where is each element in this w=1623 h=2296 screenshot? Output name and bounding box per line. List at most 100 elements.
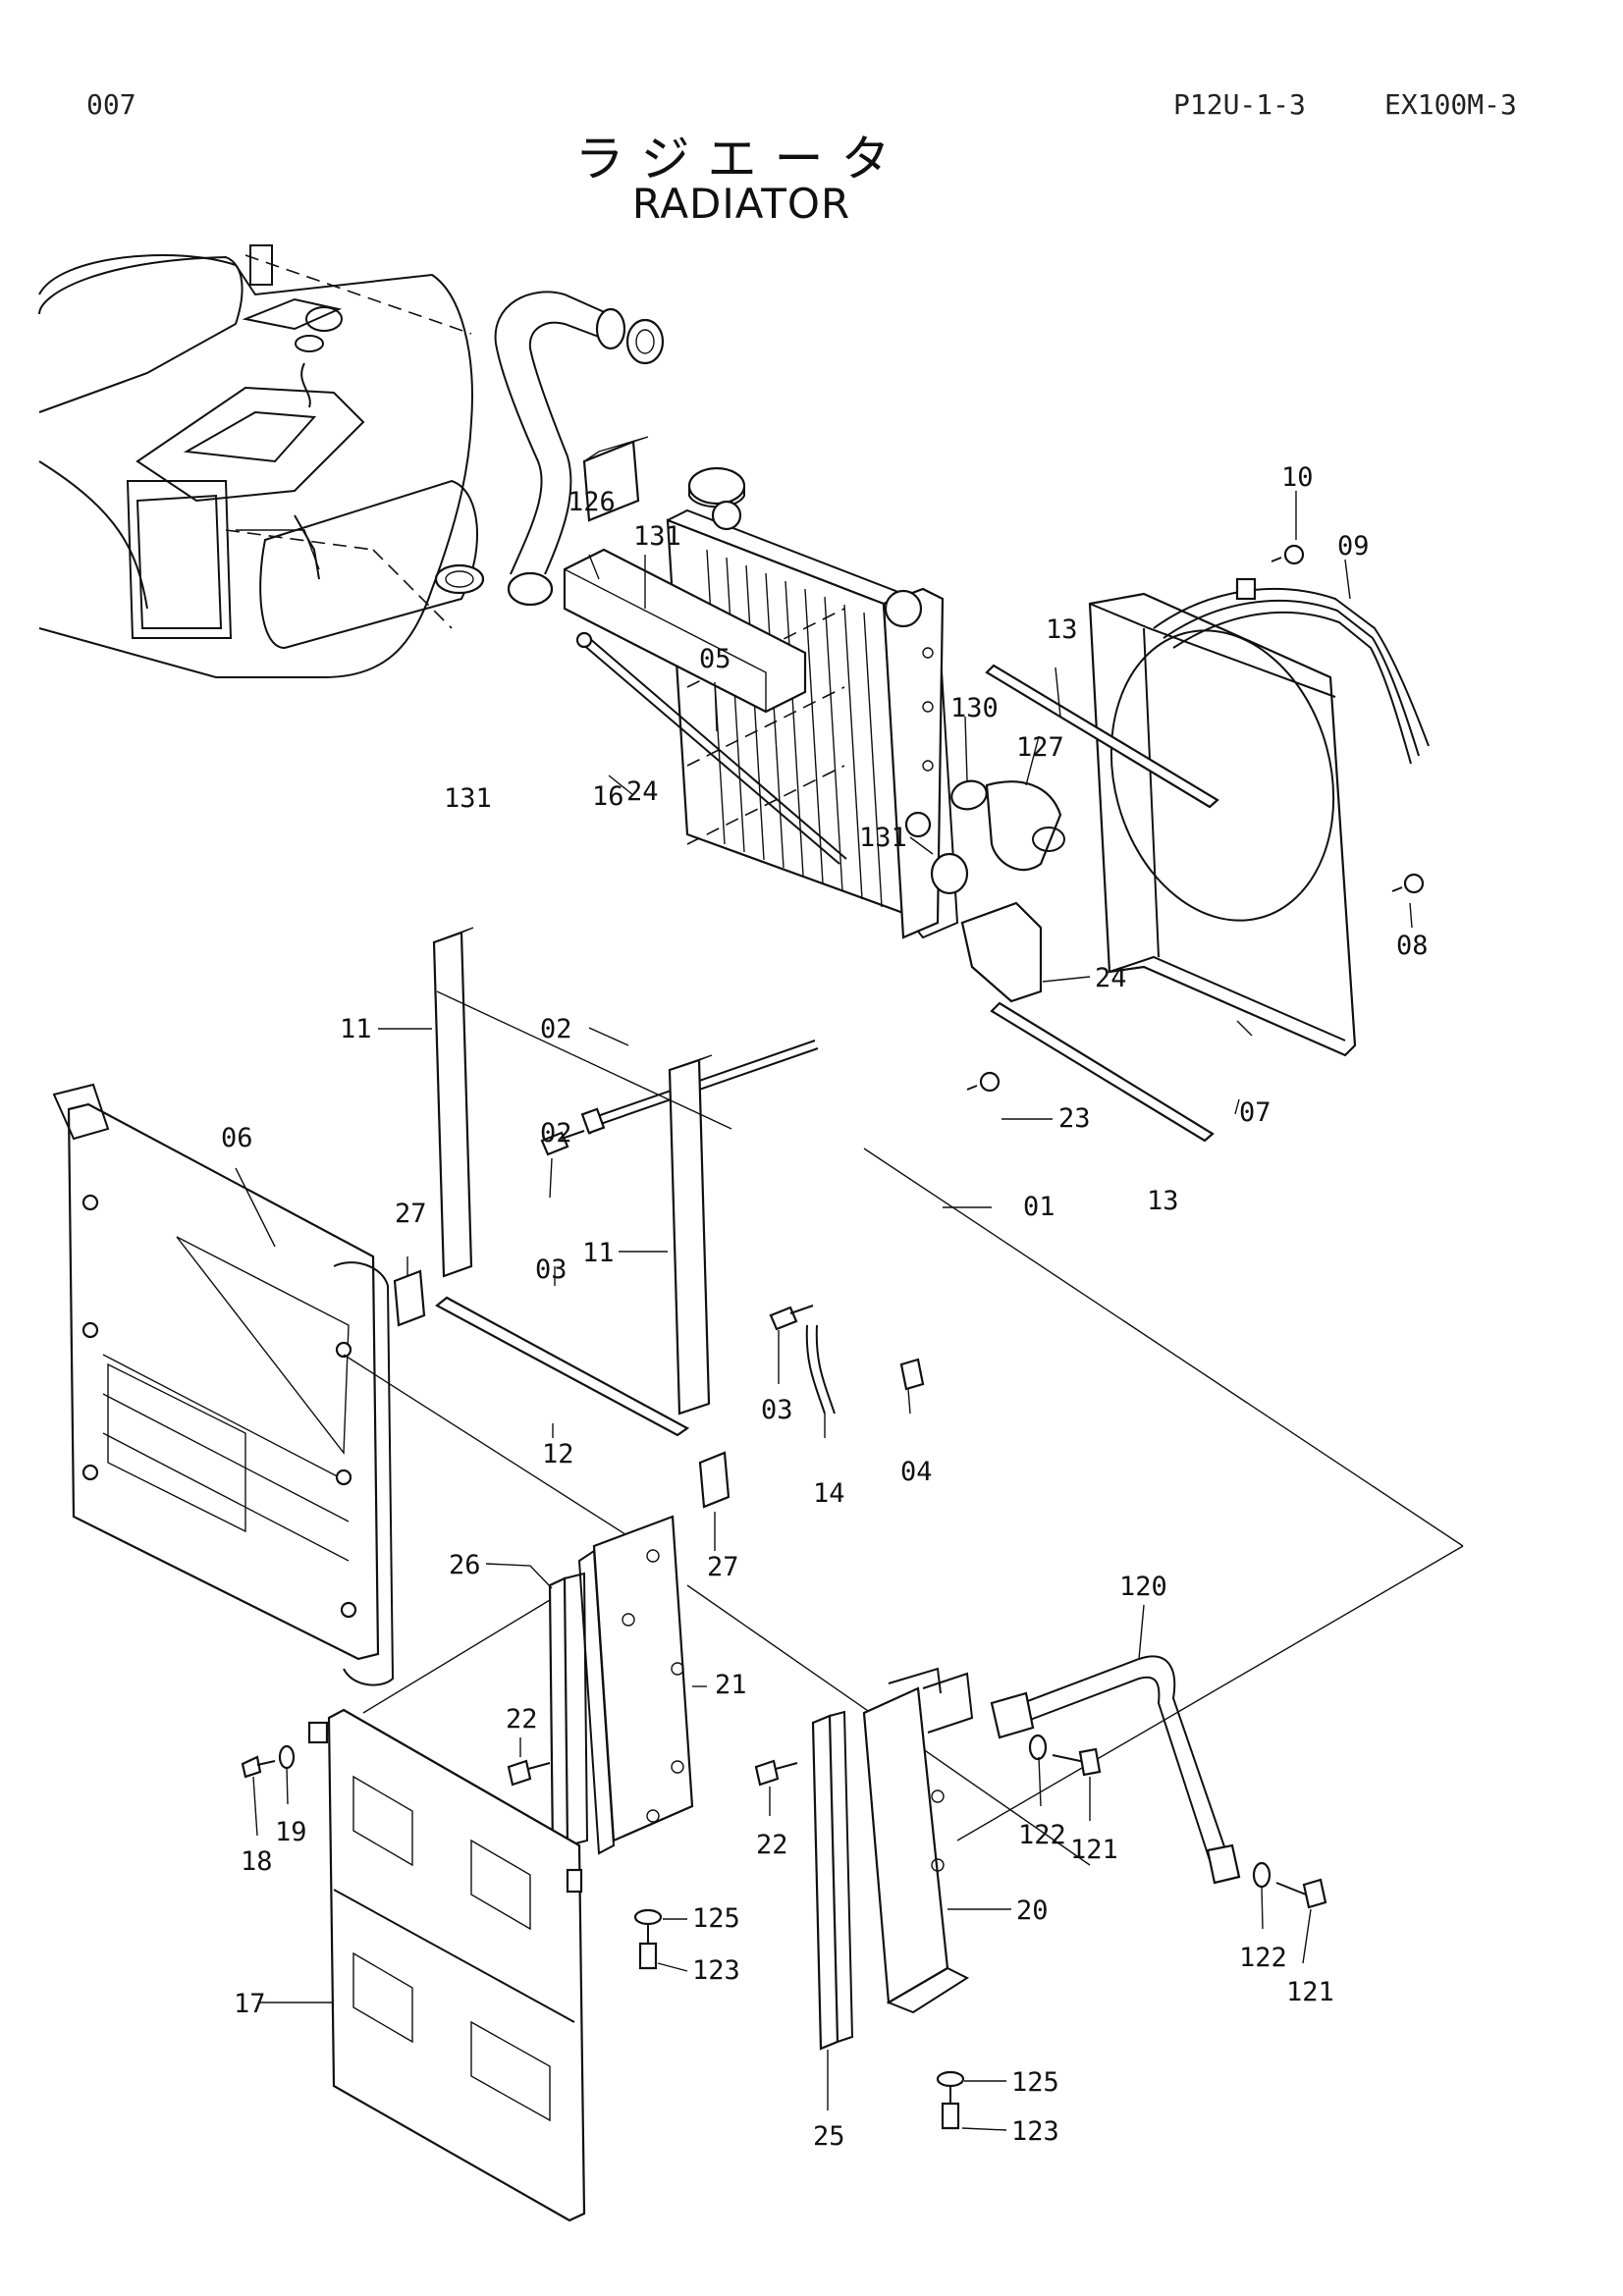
callout-04: 04: [900, 1457, 933, 1487]
callout-20: 20: [1016, 1896, 1049, 1926]
callout-22-right: 22: [756, 1830, 788, 1860]
callout-122-lower: 122: [1239, 1943, 1287, 1973]
callout-03-lower: 03: [761, 1395, 793, 1425]
callout-16: 16: [592, 781, 624, 812]
seal-16: [563, 548, 807, 714]
callout-22-left: 22: [506, 1704, 538, 1735]
callout-07: 07: [1239, 1097, 1271, 1128]
model-code: EX100M-3: [1384, 88, 1517, 121]
callout-12: 12: [542, 1439, 574, 1469]
callout-21: 21: [715, 1670, 747, 1700]
bolt-03-left: [540, 1130, 585, 1156]
callout-02-upper: 02: [540, 1014, 572, 1044]
spacer-11-left: [432, 927, 474, 1278]
part-callouts: 126 131 05 24 131 16 10 09 13 130 127 13…: [221, 462, 1429, 2152]
callout-02-lower: 02: [540, 1118, 572, 1148]
callout-09: 09: [1337, 531, 1370, 561]
callout-08: 08: [1396, 931, 1429, 961]
bolt-22-right: [754, 1759, 798, 1787]
radiator-core-01: [666, 500, 959, 939]
page-number: 007: [86, 88, 136, 121]
callout-123-right: 123: [1011, 2116, 1059, 2147]
seal-strip-13-upper: [985, 664, 1219, 809]
seal-24-top: [582, 436, 649, 522]
callout-13-lower: 13: [1147, 1186, 1179, 1216]
bolt-10: [1271, 544, 1305, 565]
callout-125-right: 125: [1011, 2067, 1059, 2098]
oil-cooler-06: [52, 1083, 395, 1686]
title-english: RADIATOR: [631, 180, 851, 228]
hose-clamp-131-left: [434, 563, 485, 595]
screen-cover-17: [307, 1708, 586, 2222]
callout-131-top: 131: [633, 521, 681, 552]
upper-hose-126: [494, 291, 626, 607]
washer-125-left: [633, 1908, 663, 1926]
callout-122-upper: 122: [1018, 1820, 1066, 1850]
callout-01: 01: [1023, 1192, 1055, 1222]
bolt-22-left: [507, 1759, 551, 1787]
callout-05: 05: [699, 644, 731, 674]
callout-24-right: 24: [1095, 963, 1127, 993]
bolt-08: [1391, 873, 1425, 894]
bolt-121-lower: [1275, 1878, 1327, 1909]
callout-11-right: 11: [582, 1238, 615, 1268]
lower-hose-127: [985, 780, 1065, 872]
bolt-121-upper: [1052, 1747, 1102, 1777]
callout-27-lower: 27: [707, 1552, 739, 1582]
fan-ring-09: [1153, 577, 1430, 765]
seal-27-lower: [698, 1451, 730, 1509]
leader-lines: [235, 491, 1413, 2131]
callout-03-left: 03: [535, 1255, 568, 1285]
callout-120: 120: [1119, 1572, 1167, 1602]
screw-18: [241, 1755, 276, 1779]
bracket-21: [577, 1515, 694, 1855]
callout-10: 10: [1281, 462, 1314, 493]
callout-127: 127: [1016, 732, 1064, 763]
callout-23: 23: [1058, 1103, 1091, 1134]
fan-shroud-07: [1088, 592, 1357, 1057]
callout-26: 26: [449, 1550, 481, 1580]
callout-130: 130: [950, 693, 999, 723]
callout-123-left: 123: [692, 1955, 740, 1986]
washer-122-lower: [1252, 1861, 1271, 1889]
callout-131-left: 131: [444, 783, 492, 814]
bracket-20: [862, 1667, 974, 2014]
callout-25: 25: [813, 2121, 845, 2152]
callout-24-top: 24: [626, 776, 659, 807]
seal-strip-13-lower: [990, 1001, 1215, 1143]
callout-18: 18: [241, 1846, 273, 1877]
callout-06: 06: [221, 1123, 253, 1153]
bracket-26: [548, 1572, 589, 1854]
title-japanese: ラジエータ: [574, 131, 908, 187]
callout-19: 19: [275, 1817, 307, 1847]
seal-strip-12: [435, 1296, 690, 1437]
radiator-cap-05: [687, 466, 746, 508]
bolt-123-left: [638, 1924, 658, 1970]
seal-27-left: [393, 1269, 426, 1327]
drain-cock-04: [899, 1358, 925, 1391]
washer-125-right: [936, 2070, 965, 2088]
washer-122-upper: [1028, 1734, 1048, 1761]
bracket-25: [811, 1710, 854, 2051]
spacer-11-right: [668, 1054, 713, 1415]
callout-17: 17: [234, 1989, 266, 2019]
hose-clamp-130: [950, 779, 988, 811]
bolt-03-lower: [769, 1305, 814, 1331]
drain-hose-14: [805, 1324, 836, 1415]
stay-bar-120: [990, 1655, 1241, 1885]
callout-27-left: 27: [395, 1199, 427, 1229]
callout-125-left: 125: [692, 1903, 740, 1934]
callout-13-upper: 13: [1046, 614, 1078, 645]
bolt-23: [966, 1071, 1001, 1093]
section-code: P12U-1-3: [1173, 88, 1306, 121]
callout-14: 14: [813, 1478, 845, 1509]
callout-126: 126: [568, 487, 616, 517]
stay-rod-02-upper: [575, 631, 847, 865]
callout-121-lower: 121: [1286, 1977, 1334, 2007]
callout-131-right: 131: [859, 823, 907, 853]
machine-body-outline: [38, 244, 478, 678]
seal-24-right: [960, 901, 1043, 1003]
bolt-123-right: [941, 2086, 960, 2130]
hose-clamp-131-top: [625, 318, 665, 365]
